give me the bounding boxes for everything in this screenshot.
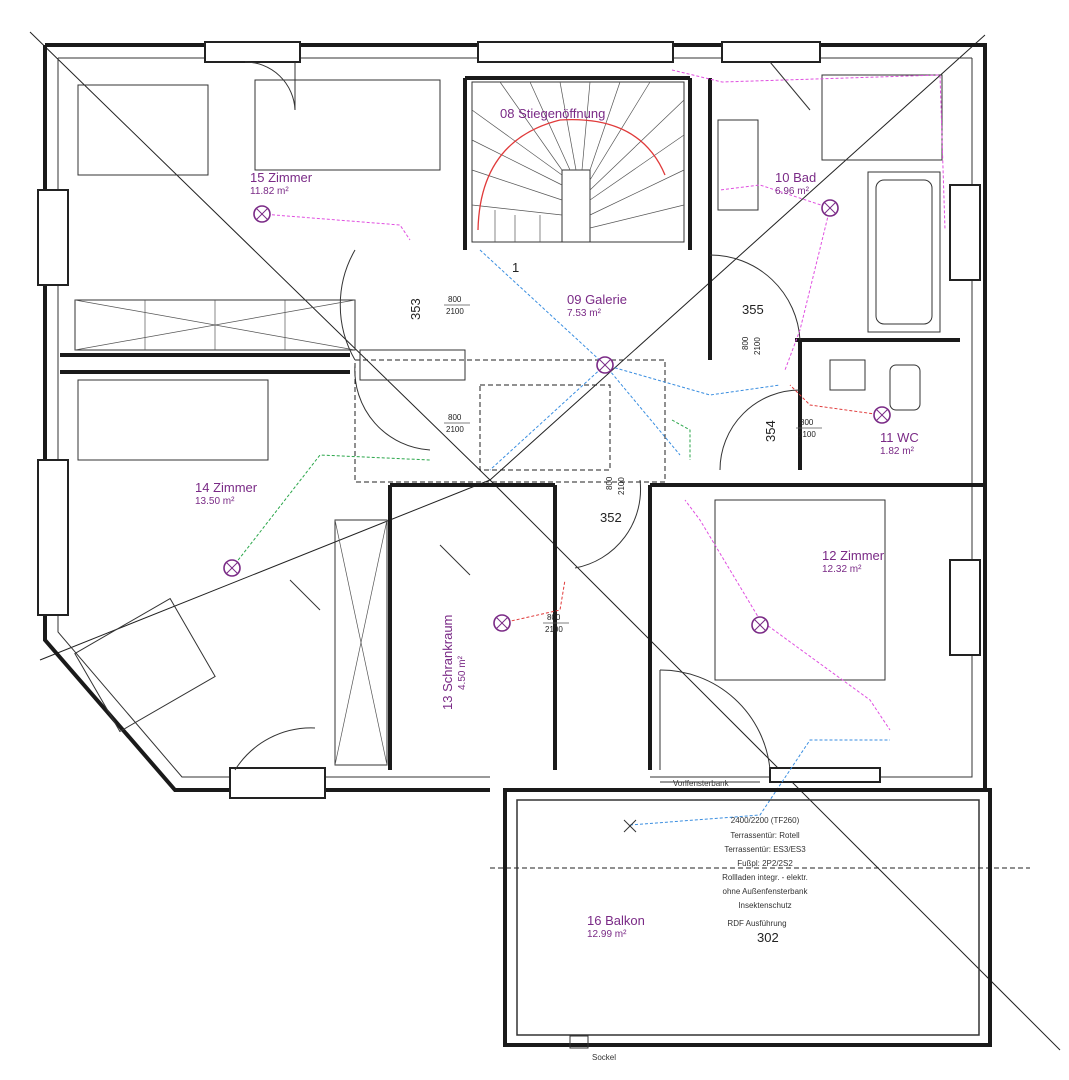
door-schrank-h: 2100 bbox=[545, 625, 563, 634]
room-labels: 08 Stiegenöffnung 09 Galerie 7.53 m² 10 … bbox=[195, 106, 919, 940]
balcony-bottom-label: Sockel bbox=[592, 1053, 616, 1062]
lamp-icon bbox=[253, 205, 271, 223]
dim-354: 354 bbox=[763, 420, 778, 442]
door-galerie-top-w: 800 bbox=[448, 295, 462, 304]
door-swings bbox=[234, 61, 811, 771]
room-name-15: 15 Zimmer bbox=[250, 170, 313, 185]
lamp-icon bbox=[873, 406, 891, 424]
lamp-icon bbox=[751, 616, 769, 634]
note-line-7: Insektenschutz bbox=[738, 901, 791, 910]
exterior-walls bbox=[43, 43, 987, 792]
room-area-15: 11.82 m² bbox=[250, 186, 289, 197]
staircase bbox=[471, 81, 685, 243]
lamp-icon bbox=[223, 559, 241, 577]
windows bbox=[37, 41, 981, 799]
note-line-2: Terrassentür: Rotell bbox=[730, 831, 800, 840]
dimension-labels: 353 355 354 352 302 1 bbox=[408, 260, 779, 945]
note-line-8: RDF Ausführung bbox=[727, 919, 786, 928]
door-bad-w: 800 bbox=[741, 336, 750, 350]
room-name-12: 12 Zimmer bbox=[822, 548, 885, 563]
balcony bbox=[503, 781, 992, 1049]
lamp-icon bbox=[821, 199, 839, 217]
door-galerie-mid-w: 800 bbox=[448, 413, 462, 422]
room-name-08: 08 Stiegenöffnung bbox=[500, 106, 605, 121]
room-area-11: 1.82 m² bbox=[880, 446, 915, 457]
note-line-4: Fußpl: 2P2/2S2 bbox=[737, 859, 793, 868]
room-name-16: 16 Balkon bbox=[587, 913, 645, 928]
door-wc-w: 800 bbox=[800, 418, 814, 427]
room-area-10: 6.96 m² bbox=[775, 186, 810, 197]
stair-step-1: 1 bbox=[512, 260, 519, 275]
room-area-13: 4.50 m² bbox=[457, 655, 468, 690]
lamp-icon bbox=[623, 819, 637, 833]
door-wc-h: 2100 bbox=[798, 430, 816, 439]
room-name-13: 13 Schrankraum bbox=[440, 615, 455, 710]
construction-lines bbox=[29, 31, 1061, 1051]
room-area-09: 7.53 m² bbox=[567, 308, 602, 319]
door-labels: 800 2100 800 2100 800 2100 800 2100 800 … bbox=[444, 295, 822, 634]
note-line-5: Rollladen integr. - elektr. bbox=[722, 873, 808, 882]
lamp-icon bbox=[493, 614, 511, 632]
interior-walls bbox=[60, 76, 985, 770]
furniture bbox=[74, 74, 943, 766]
room-area-14: 13.50 m² bbox=[195, 496, 235, 507]
door-galerie-top-h: 2100 bbox=[446, 307, 464, 316]
balcony-top-label: Vorlfensterbank bbox=[673, 779, 730, 788]
room-name-14: 14 Zimmer bbox=[195, 480, 258, 495]
note-line-6: ohne Außenfensterbank bbox=[723, 887, 809, 896]
dim-302: 302 bbox=[757, 930, 779, 945]
door-stair-h: 2100 bbox=[617, 477, 626, 495]
note-line-1: 2400/2200 (TF260) bbox=[731, 816, 800, 825]
room-area-16: 12.99 m² bbox=[587, 929, 627, 940]
lamp-icon bbox=[596, 356, 614, 374]
balcony-notes: Vorlfensterbank 2400/2200 (TF260) Terras… bbox=[592, 779, 808, 1062]
note-line-3: Terrassentür: ES3/ES3 bbox=[724, 845, 806, 854]
room-name-10: 10 Bad bbox=[775, 170, 816, 185]
room-name-09: 09 Galerie bbox=[567, 292, 627, 307]
door-schrank-w: 800 bbox=[547, 613, 561, 622]
wiring bbox=[231, 69, 946, 826]
room-area-12: 12.32 m² bbox=[822, 564, 862, 575]
dim-352: 352 bbox=[600, 510, 622, 525]
dim-353: 353 bbox=[408, 298, 423, 320]
ceiling-lamps bbox=[223, 199, 891, 833]
dim-355: 355 bbox=[742, 302, 764, 317]
door-galerie-mid-h: 2100 bbox=[446, 425, 464, 434]
door-stair-w: 800 bbox=[605, 476, 614, 490]
room-name-11: 11 WC bbox=[880, 430, 919, 445]
door-bad-h: 2100 bbox=[753, 337, 762, 355]
